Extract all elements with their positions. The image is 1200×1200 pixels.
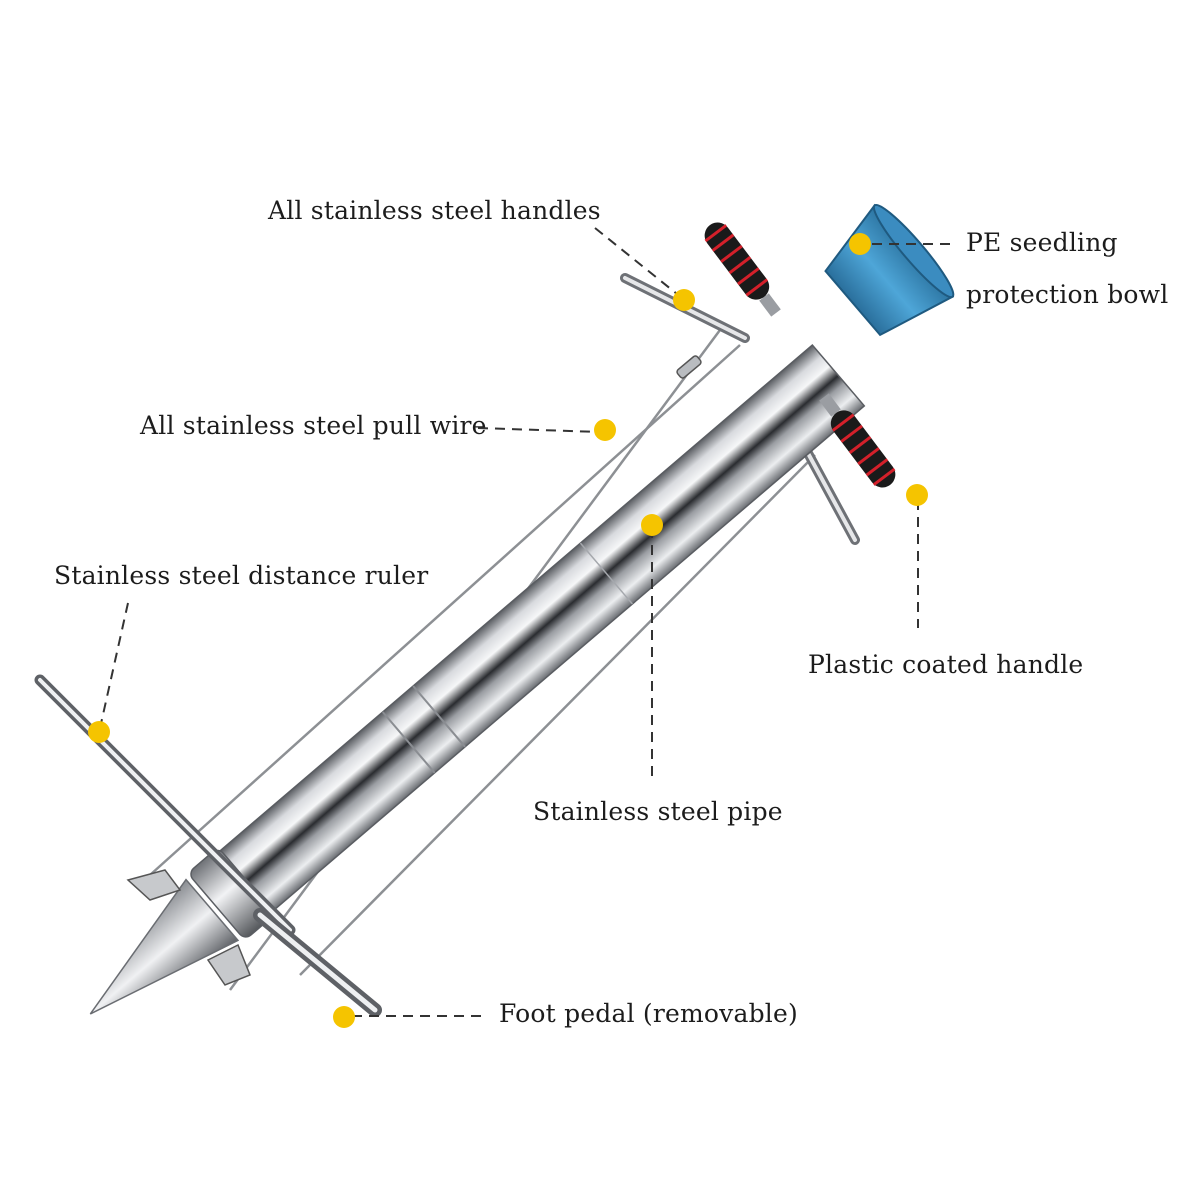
leader-lines	[99, 227, 952, 1017]
bottom-hinges	[126, 869, 251, 986]
label-bowl-line1: PE seedling	[966, 228, 1118, 257]
callout-markers	[88, 233, 928, 1028]
marker-pull-wire	[594, 419, 616, 441]
marker-pedal	[333, 1006, 355, 1028]
foot-pedal	[253, 908, 382, 1017]
label-steel-handles: All stainless steel handles	[268, 196, 601, 225]
distance-ruler	[34, 674, 296, 936]
label-plastic-handle: Plastic coated handle	[808, 650, 1084, 679]
upper-grip	[697, 215, 781, 317]
label-bowl-line2: protection bowl	[966, 280, 1169, 309]
label-pull-wire: All stainless steel pull wire	[140, 411, 487, 440]
marker-plastic-handle	[906, 484, 928, 506]
marker-handles	[673, 289, 695, 311]
seedling-bowl	[824, 203, 955, 337]
marker-pipe	[641, 514, 663, 536]
label-steel-pipe: Stainless steel pipe	[533, 797, 783, 826]
lower-grip	[819, 393, 903, 495]
marker-ruler	[88, 721, 110, 743]
marker-bowl	[849, 233, 871, 255]
cone-tip	[89, 878, 240, 1015]
label-foot-pedal: Foot pedal (removable)	[499, 999, 798, 1028]
label-distance-ruler: Stainless steel distance ruler	[54, 561, 429, 590]
